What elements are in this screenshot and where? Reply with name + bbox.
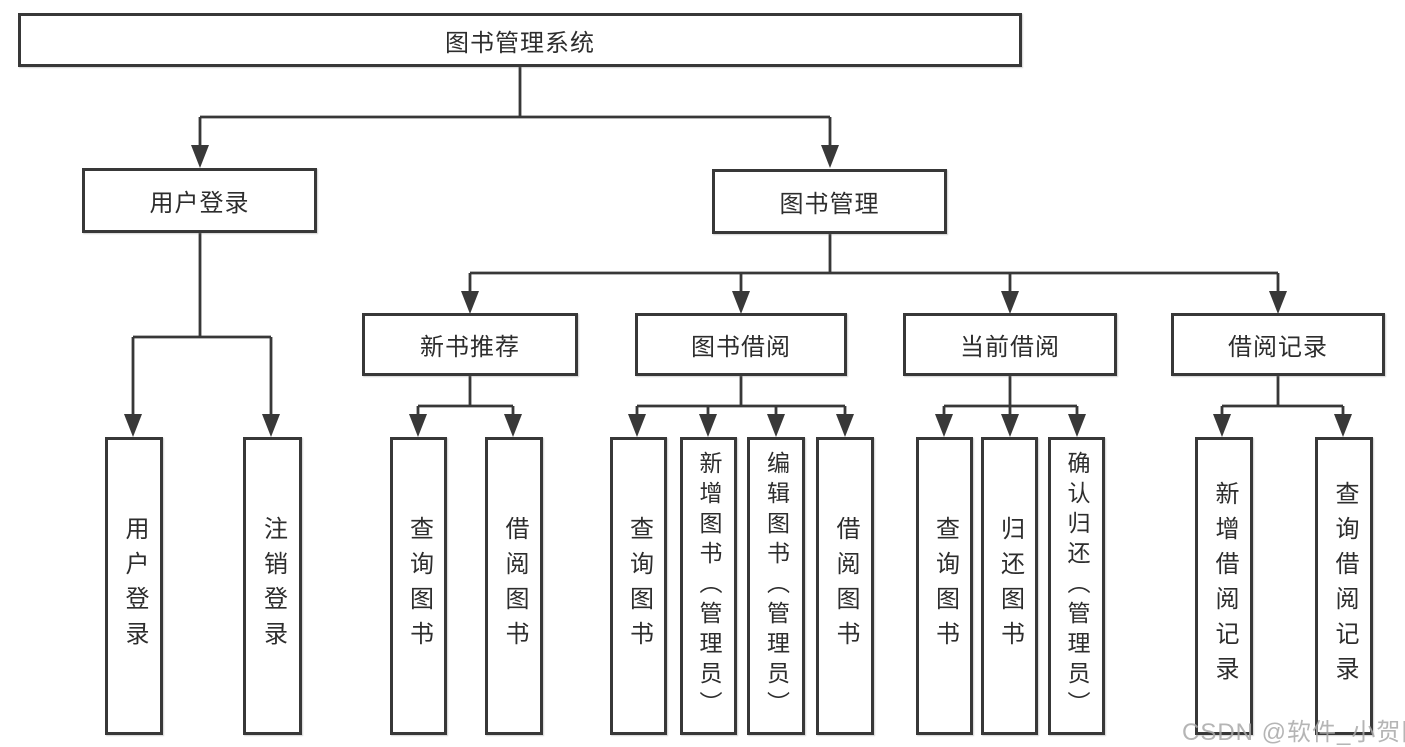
node-edit-books-admin: 编辑图书（管理员） xyxy=(747,437,805,735)
node-search-books-recommend: 查询图书 xyxy=(390,437,447,735)
arrowheads xyxy=(124,145,1352,437)
node-logout-leaf: 注销登录 xyxy=(243,437,302,735)
node-user-login-branch: 用户登录 xyxy=(82,168,317,233)
node-borrowing-records: 借阅记录 xyxy=(1171,313,1385,376)
node-borrow-books-recommend: 借阅图书 xyxy=(485,437,543,735)
node-add-borrow-record: 新增借阅记录 xyxy=(1195,437,1253,735)
node-borrow-books-leaf: 借阅图书 xyxy=(816,437,874,735)
node-book-borrowing: 图书借阅 xyxy=(635,313,847,376)
node-library-management-system: 图书管理系统 xyxy=(18,13,1022,67)
node-search-books-borrowing: 查询图书 xyxy=(610,437,667,735)
node-search-borrow-record: 查询借阅记录 xyxy=(1315,437,1373,735)
node-add-books-admin: 新增图书（管理员） xyxy=(680,437,737,735)
node-confirm-return-admin: 确认归还（管理员） xyxy=(1048,437,1105,735)
watermark-text: CSDN @软件_小贺同学 xyxy=(1182,719,1405,746)
node-user-login-leaf: 用户登录 xyxy=(105,437,163,735)
node-return-books: 归还图书 xyxy=(981,437,1038,735)
node-new-book-recommendation: 新书推荐 xyxy=(362,313,578,376)
node-current-borrowing: 当前借阅 xyxy=(903,313,1117,376)
node-book-management-branch: 图书管理 xyxy=(712,169,947,234)
node-search-books-current: 查询图书 xyxy=(916,437,973,735)
